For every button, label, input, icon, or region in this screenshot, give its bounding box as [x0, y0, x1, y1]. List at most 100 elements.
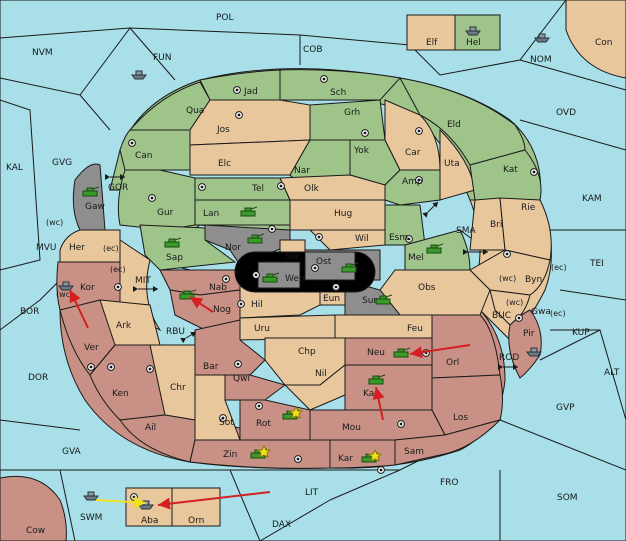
sea-label-Cow: Cow [26, 526, 45, 536]
supply-center-dot [379, 468, 383, 472]
label-Mel: Mel [408, 253, 424, 263]
province-Jos[interactable] [189, 99, 311, 146]
sea-border [0, 99, 41, 271]
supply-center-dot [89, 365, 93, 369]
province-Her[interactable] [59, 229, 121, 263]
sea-border [229, 469, 261, 541]
province-Cow[interactable] [0, 475, 67, 541]
sea-label-MIT: MIT [135, 276, 151, 286]
province-Sap[interactable] [139, 224, 237, 271]
sea-border [259, 499, 331, 541]
sea-label-OVD: OVD [556, 108, 576, 118]
province-Elf[interactable] [406, 14, 456, 51]
coast-mark: (wc) [46, 218, 63, 227]
label-Nil: Nil [315, 369, 327, 379]
coast-mark: (wc) [56, 290, 73, 299]
label-Los: Los [453, 413, 468, 423]
order-arrow-SWM-Aba[interactable] [95, 496, 147, 509]
province-Can[interactable] [119, 129, 191, 171]
sea-label-ALT: ALT [604, 368, 620, 378]
label-Nog: Nog [213, 305, 231, 315]
province-Mou[interactable] [309, 409, 446, 441]
province-Sam[interactable] [394, 419, 502, 466]
label-Sch: Sch [330, 88, 346, 98]
army-icon-Zin[interactable] [250, 444, 272, 459]
label-Chp: Chp [298, 347, 316, 357]
strait-arrow [422, 201, 439, 218]
province-Gur[interactable] [117, 169, 196, 231]
army-icon-Rot[interactable] [282, 405, 304, 420]
province-Ail[interactable] [119, 414, 196, 463]
label-Jad: Jad [243, 87, 258, 97]
province-Eld[interactable] [399, 77, 526, 166]
label-Neu: Neu [367, 348, 385, 358]
army-icon-Sap[interactable] [164, 237, 182, 248]
order-arrow-Ver-Kor[interactable] [69, 289, 89, 329]
label-Skr: Skr [285, 252, 300, 262]
province-Uta[interactable] [439, 128, 476, 201]
sea-label-SWM: SWM [80, 513, 102, 523]
sea-label-POL: POL [216, 13, 234, 23]
coast-mark: (ec) [551, 263, 567, 272]
fleet-icon-Hel[interactable] [465, 26, 481, 36]
label-Ken: Ken [112, 389, 129, 399]
label-Web: Web [285, 274, 305, 284]
province-Orn[interactable] [171, 487, 221, 527]
army-icon-Kaa[interactable] [368, 374, 386, 385]
army-icon-Ost[interactable] [341, 262, 359, 273]
order-arrow-Nab-Nog[interactable] [189, 296, 214, 313]
army-icon-Nor[interactable] [247, 233, 265, 244]
army-icon-Sun[interactable] [375, 294, 393, 305]
province-Sch[interactable] [279, 69, 401, 101]
supply-center-dot [417, 178, 421, 182]
fleet-icon-NOM[interactable] [534, 33, 550, 43]
province-Grh[interactable] [309, 99, 386, 141]
army-icon-Gaw[interactable] [82, 186, 100, 197]
province-Neu[interactable] [344, 337, 433, 366]
army-icon-Neu[interactable] [393, 347, 411, 358]
army-icon-Nog[interactable] [179, 289, 197, 300]
province-Qua[interactable] [128, 81, 211, 131]
order-arrow-Orl-Neu[interactable] [409, 344, 471, 359]
sea-label-COB: COB [303, 45, 323, 55]
supply-center-dot [236, 362, 240, 366]
supply-center-dot [363, 131, 367, 135]
label-Eun: Eun [323, 294, 340, 304]
sea-border [0, 419, 81, 431]
order-arrow-LIT-Aba[interactable] [157, 491, 271, 510]
label-Car: Car [405, 148, 421, 158]
supply-center-dot [200, 185, 204, 189]
sea-labels: POL NVM FUN COB NOM Con OVD KAL GVG GOR … [6, 13, 620, 536]
army-icon-Web[interactable] [262, 272, 280, 283]
label-Ail: Ail [145, 423, 156, 433]
sea-border [519, 59, 626, 91]
army-icon-Lan[interactable] [240, 206, 258, 217]
label-Kaa: Kaa [363, 389, 380, 399]
army-icon-Kar[interactable] [361, 448, 383, 463]
province-Ken[interactable] [89, 344, 166, 421]
sea-label-NVM: NVM [32, 48, 53, 58]
fleet-icon-FUN[interactable] [131, 70, 147, 80]
label-Uru: Uru [254, 324, 270, 334]
sea-label-TEI: TEI [589, 259, 604, 269]
sea-border [559, 289, 626, 301]
fleet-icon-Pir[interactable] [526, 347, 542, 357]
supply-center-dot [417, 129, 421, 133]
province-Elc[interactable] [189, 139, 311, 176]
supply-center-dot [148, 367, 152, 371]
label-Sam: Sam [404, 447, 424, 457]
label-Ost: Ost [316, 257, 332, 267]
fleet-icon-SWM[interactable] [83, 491, 99, 501]
province-Pir[interactable] [508, 309, 542, 379]
label-Aba: Aba [141, 516, 158, 526]
province-Tel[interactable] [194, 177, 291, 201]
army-icon-Mel[interactable] [426, 243, 444, 254]
supply-center-dot [150, 196, 154, 200]
supply-center-dot [399, 422, 403, 426]
supply-centers [87, 75, 538, 501]
supply-center-dot [270, 227, 274, 231]
fleet-icon-Kor[interactable] [58, 281, 74, 291]
label-Hug: Hug [334, 209, 352, 219]
order-arrow-Mou-Kaa[interactable] [372, 386, 385, 421]
province-Kaa[interactable] [344, 364, 433, 411]
